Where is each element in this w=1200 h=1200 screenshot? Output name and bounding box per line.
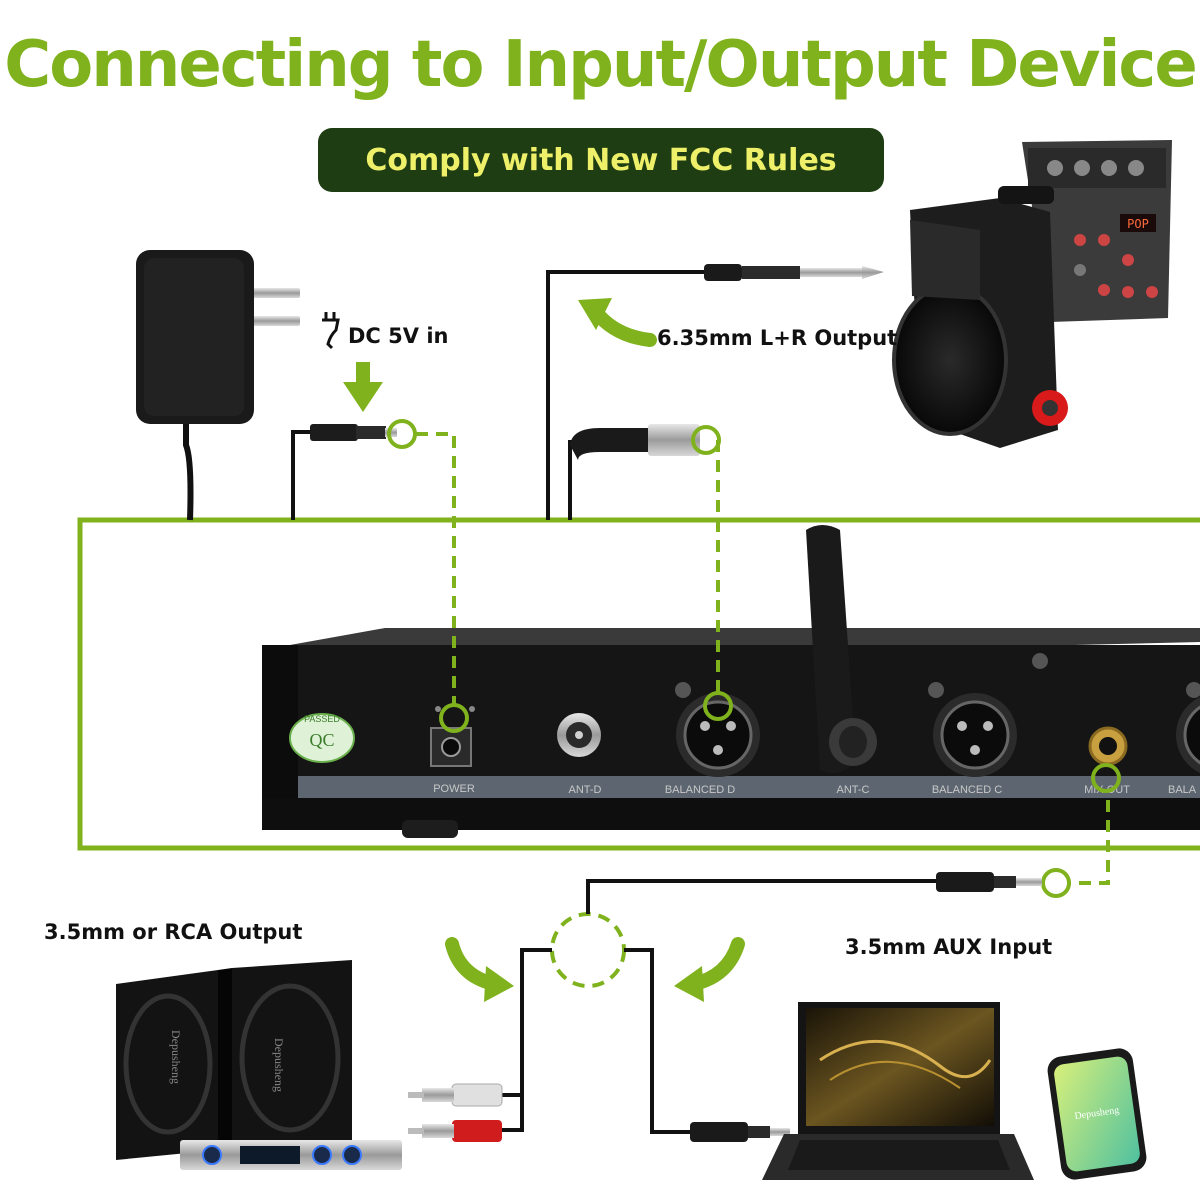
dc-plug-icon [310, 424, 397, 441]
label-ant-d: ANT-D [569, 784, 602, 796]
brand-label-right: Depusheng [272, 1038, 286, 1092]
label-power: POWER [433, 783, 475, 795]
receiver-frame [77, 517, 1200, 851]
xlr-plug-icon [570, 424, 700, 460]
svg-text:POP: POP [1127, 217, 1149, 231]
phone-icon: Depusheng [1047, 1048, 1147, 1180]
qc-sticker-mark: QC [309, 730, 334, 750]
down-arrow-icon [343, 362, 383, 412]
label-bala-partial: BALA [1168, 784, 1197, 796]
jack-635-icon [704, 264, 884, 281]
curved-arrow-icon [578, 298, 657, 347]
rca-cable [500, 948, 552, 1132]
aux-input-label: 3.5mm AUX Input [845, 935, 1053, 959]
balanced-b-xlr-partial [1176, 697, 1200, 773]
label-balanced-c: BALANCED C [932, 784, 1002, 796]
mixer-icon: POP [1022, 140, 1172, 322]
aux-cable [586, 879, 938, 914]
balanced-c-xlr [933, 693, 1017, 777]
brand-label-left: Depusheng [169, 1030, 183, 1084]
curved-arrow-left-icon [445, 937, 514, 1002]
amplifier-icon [180, 1140, 402, 1170]
output-cable [546, 270, 710, 520]
power-jack [430, 706, 475, 767]
output-635-label: 6.35mm L+R Output [657, 326, 898, 350]
qc-sticker: PASSED QC [289, 713, 355, 763]
plug-icon [322, 312, 340, 350]
rca-plug-red-icon [408, 1120, 502, 1142]
speaker-pair-icon: Depusheng Depusheng [116, 960, 352, 1160]
curved-arrow-right-icon [674, 937, 745, 1002]
laptop-jack-icon [690, 1122, 790, 1142]
balanced-d-xlr [676, 693, 760, 777]
qc-sticker-top: PASSED [304, 714, 340, 724]
dc-cable [291, 430, 318, 520]
laptop-cable [624, 948, 695, 1134]
mix-out-jack [1088, 726, 1128, 766]
antenna-icon [806, 525, 877, 774]
rca-plug-white-icon [408, 1083, 503, 1107]
ant-d-connector [557, 713, 601, 757]
rca-output-label: 3.5mm or RCA Output [44, 920, 303, 944]
fcc-badge: Comply with New FCC Rules [318, 128, 884, 192]
label-balanced-d: BALANCED D [665, 784, 735, 796]
laptop-icon [762, 1002, 1034, 1180]
label-ant-c: ANT-C [837, 784, 870, 796]
page-title: Connecting to Input/Output Device [4, 28, 1198, 102]
aux-jack-icon [936, 872, 1042, 892]
speaker-icon [892, 186, 1068, 448]
connection-rings [387, 419, 1121, 898]
power-adapter-icon [136, 250, 300, 521]
fcc-badge-text: Comply with New FCC Rules [365, 142, 837, 178]
dc-in-label: DC 5V in [348, 324, 449, 348]
